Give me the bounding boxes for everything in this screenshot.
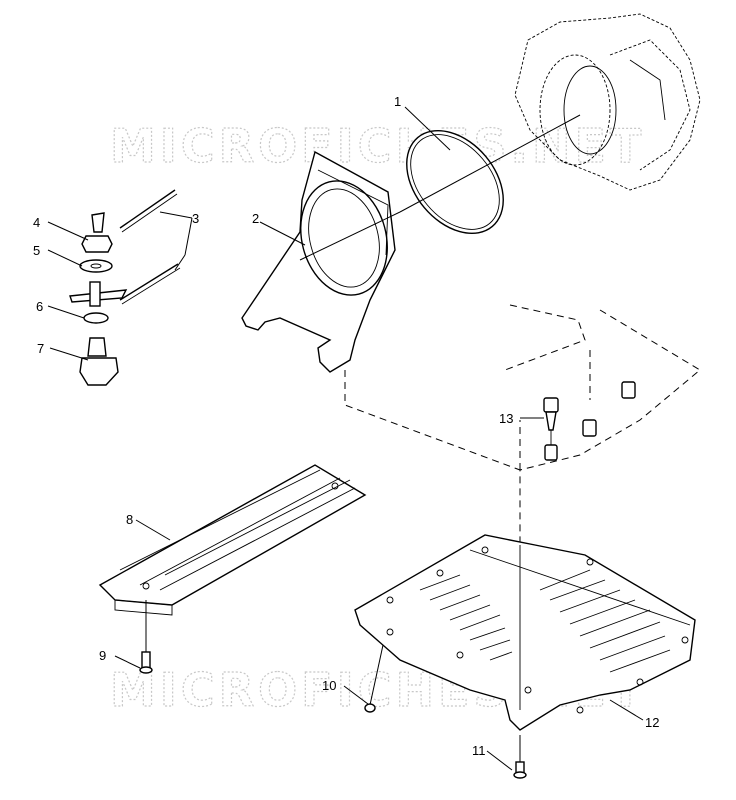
axis-line-10 [369,644,384,706]
callout-10: 10 [322,678,336,693]
rivet-pins-part [119,189,181,305]
leader-lines [47,106,644,771]
callout-13: 13 [499,411,513,426]
callout-5: 5 [33,243,40,258]
adapter-plate-part [241,150,396,373]
drain-fitting-part [543,397,559,461]
screw-10 [364,703,376,713]
axis-line-2 [299,211,401,261]
callout-3: 3 [192,211,199,226]
axis-line-1 [399,114,581,213]
callout-6: 6 [36,299,43,314]
intake-grate-part [354,534,696,731]
pump-housing [514,13,701,191]
callout-8: 8 [126,512,133,527]
stud-assembly-part [69,212,128,386]
callout-12: 12 [645,715,659,730]
callout-7: 7 [37,341,44,356]
alignment-line [344,370,521,695]
watermark-top: MICROFICHES.NET [110,119,645,173]
screw-11 [513,761,527,779]
callout-2: 2 [252,211,259,226]
ride-plate-part [98,464,367,616]
callout-9: 9 [99,648,106,663]
callout-4: 4 [33,215,40,230]
hull-outline [504,304,701,471]
callout-1: 1 [394,94,401,109]
callout-11: 11 [472,743,486,758]
screw-9 [139,651,153,674]
